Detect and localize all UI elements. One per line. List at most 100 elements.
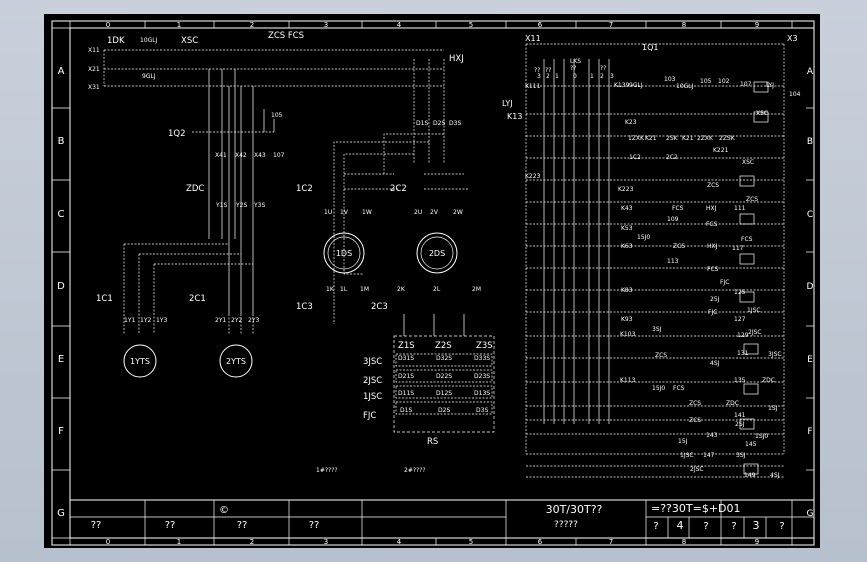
label-c2c2: 2C2 bbox=[390, 184, 407, 194]
label-k139: K139 bbox=[614, 82, 630, 89]
label-sj15b: 15J0 bbox=[652, 385, 665, 392]
row-label: F bbox=[58, 426, 64, 437]
row-label: D bbox=[807, 282, 814, 292]
label-k223a: K223 bbox=[525, 173, 541, 180]
label-lyj: LYJ bbox=[766, 82, 774, 89]
column-label: 5 bbox=[469, 21, 473, 29]
label-hxj1: HXJ bbox=[706, 205, 717, 212]
label-zcsfcs: ZCS FCS bbox=[268, 31, 304, 41]
label-c2c1: 2C1 bbox=[189, 294, 206, 304]
label-q1q1: 1Q1 bbox=[642, 43, 658, 52]
title-cell-4: ?? bbox=[309, 520, 320, 531]
label-fjc: FJC bbox=[363, 411, 376, 421]
label-hxj2: HXJ bbox=[707, 243, 718, 250]
column-label: 3 bbox=[324, 21, 328, 29]
sheet-q-a: ? bbox=[653, 521, 658, 532]
column-label: 8 bbox=[682, 538, 686, 546]
label-rs: RS bbox=[427, 437, 438, 447]
label-d21s: D21S bbox=[398, 373, 414, 380]
column-label: 0 bbox=[106, 21, 110, 29]
label-m2: 2M bbox=[472, 286, 481, 293]
label-y2s: Y2S bbox=[235, 202, 247, 209]
label-y1s: Y1S bbox=[215, 202, 227, 209]
label-xsc3: XSC bbox=[742, 159, 754, 166]
label-n149: 149 bbox=[744, 472, 756, 479]
sheet-q-c: ? bbox=[731, 521, 736, 532]
label-fcs2: FCS bbox=[706, 221, 718, 228]
label-glj10c: 10GLJ bbox=[676, 83, 694, 90]
motor-1yts-label: 1YTS bbox=[130, 357, 150, 366]
label-q1: ?? bbox=[534, 67, 540, 74]
label-zcs1: ZCS bbox=[707, 182, 719, 189]
label-y3s: Y3S bbox=[253, 202, 265, 209]
label-lyj2: LYJ bbox=[502, 99, 513, 108]
label-jsc1r: 1JSC bbox=[747, 307, 761, 314]
label-y22: 2Y2 bbox=[231, 317, 242, 324]
label-k113: K113 bbox=[620, 377, 636, 384]
label-y23: 2Y3 bbox=[248, 317, 259, 324]
label-hxj: HXJ bbox=[449, 54, 464, 64]
label-n105c: 105 bbox=[700, 78, 712, 85]
label-k21b: K21 bbox=[682, 135, 694, 142]
label-x11: X11 bbox=[88, 47, 100, 54]
label-k93: K93 bbox=[621, 316, 633, 323]
label-k223: K223 bbox=[618, 186, 634, 193]
sheet-total: 4 bbox=[677, 519, 684, 532]
label-n147: 147 bbox=[703, 452, 715, 459]
label-sj15: 15J0 bbox=[637, 234, 650, 241]
label-cap2: 2#???? bbox=[404, 467, 426, 474]
label-sj3: 3SJ bbox=[652, 326, 662, 333]
label-x41: X41 bbox=[215, 152, 227, 159]
label-n107: 107 bbox=[273, 152, 285, 159]
label-k63: K63 bbox=[621, 243, 633, 250]
title-cell-3: ?? bbox=[237, 520, 248, 531]
label-zcs6: ZCS bbox=[689, 417, 701, 424]
label-d32s: D32S bbox=[436, 355, 452, 362]
label-k103: K103 bbox=[620, 331, 636, 338]
label-s1b: 1 bbox=[590, 73, 594, 80]
sheet-number: 3 bbox=[753, 519, 760, 532]
label-fjc2: FJC bbox=[720, 279, 729, 286]
label-n145: 145 bbox=[745, 441, 757, 448]
label-d33s: D33S bbox=[474, 355, 490, 362]
row-label: A bbox=[58, 66, 65, 77]
label-v2: 2V bbox=[430, 209, 439, 216]
sheet-q-d: ? bbox=[779, 521, 784, 532]
label-zxk: 1ZXK bbox=[628, 135, 645, 142]
label-q2: ?? bbox=[545, 67, 551, 74]
column-label: 6 bbox=[538, 538, 543, 546]
label-x31: X31 bbox=[88, 84, 100, 91]
column-label: 9 bbox=[755, 21, 759, 29]
label-fcs1: FCS bbox=[672, 205, 684, 212]
label-sj1b: 1SJ0 bbox=[755, 433, 768, 440]
row-label: F bbox=[807, 427, 812, 437]
label-d22s: D22S bbox=[436, 373, 452, 380]
row-label: G bbox=[807, 509, 814, 519]
motor-2yts: 2YTS bbox=[219, 344, 253, 378]
label-zsk2: 2ZSK bbox=[719, 135, 736, 142]
label-glj10: 10GLJ bbox=[140, 37, 158, 44]
label-l2: 2L bbox=[433, 286, 441, 293]
column-label: 3 bbox=[324, 538, 328, 546]
label-zdc: ZDC bbox=[186, 184, 204, 194]
label-d11s: D11S bbox=[398, 390, 414, 397]
label-k13: K13 bbox=[507, 112, 522, 121]
label-d13s: D13S bbox=[474, 390, 490, 397]
label-sj4: 4SJ bbox=[710, 360, 720, 367]
label-c1c2r: 1C2 bbox=[629, 154, 641, 161]
copyright: © bbox=[219, 505, 229, 516]
label-d1s: D1S bbox=[416, 120, 428, 127]
label-y12: 1Y2 bbox=[140, 317, 151, 324]
column-label: 7 bbox=[609, 21, 613, 29]
row-label: B bbox=[807, 137, 813, 147]
title-cell-1: ?? bbox=[91, 520, 102, 531]
label-fcs4: FCS bbox=[707, 266, 719, 273]
label-zxk2: 2ZXK bbox=[697, 135, 714, 142]
row-label: E bbox=[58, 354, 64, 365]
label-d2s: D2S bbox=[433, 120, 445, 127]
label-s3b: 3 bbox=[610, 73, 614, 80]
label-zdc3: ZDC bbox=[726, 400, 739, 407]
motor-2yts-label: 2YTS bbox=[226, 357, 246, 366]
